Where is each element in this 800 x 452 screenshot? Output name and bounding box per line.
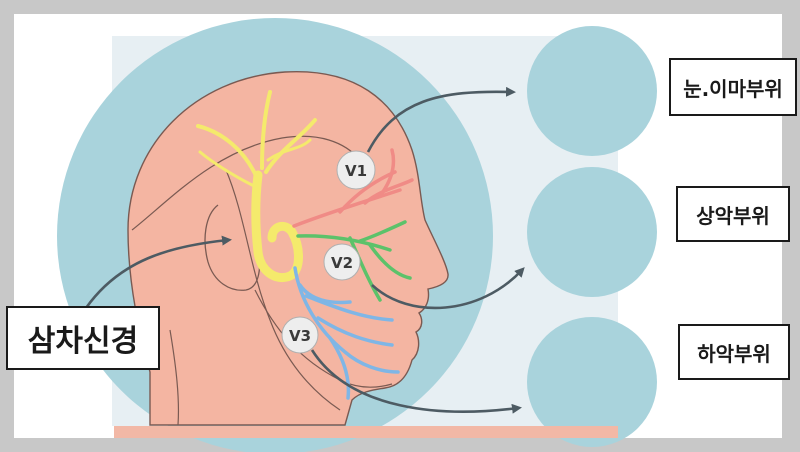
main-head-jaw-line (254, 289, 393, 388)
region-label-v3: 하악부위 (678, 324, 790, 380)
v2-nerve (296, 220, 412, 302)
main-label-trigeminal: 삼차신경 (6, 306, 160, 370)
main-head-nape-line (169, 329, 180, 426)
bottom-tint (114, 426, 618, 438)
region-label-v1: 눈.이마부위 (669, 58, 797, 116)
branch-tag-v3: V3 (281, 316, 319, 354)
branch-tag-v1: V1 (336, 150, 376, 190)
region-head-v3 (527, 317, 657, 447)
main-head-hairline (131, 135, 361, 231)
arrow-v3 (310, 349, 522, 414)
nerve-trunk (196, 90, 317, 282)
main-head-temple-line (225, 169, 341, 411)
region-head-v1 (527, 26, 657, 156)
region-label-v2: 상악부위 (676, 186, 790, 242)
arrow-main (84, 235, 232, 309)
branch-tag-v2-text: V2 (331, 254, 353, 272)
arrow-v1 (366, 86, 516, 153)
v3-nerve (293, 266, 400, 400)
branch-tag-v2: V2 (323, 243, 361, 281)
arrows (84, 86, 525, 414)
v1-nerve (292, 148, 414, 228)
main-head-ear (204, 204, 261, 291)
region-head-v2 (527, 167, 657, 297)
branch-tag-v1-text: V1 (345, 162, 367, 180)
arrow-v2 (371, 267, 525, 310)
branch-tag-v3-text: V3 (289, 327, 311, 345)
